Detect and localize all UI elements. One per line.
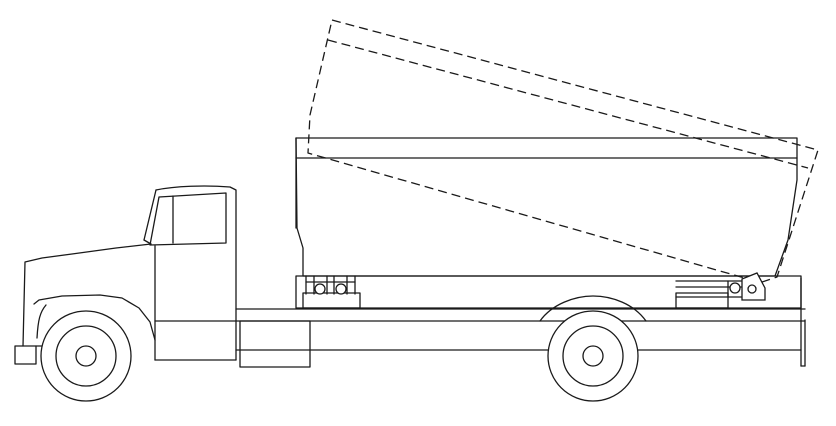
bin-body [295, 137, 798, 277]
raised-bin-outline [307, 19, 819, 283]
truck-cab [143, 185, 237, 361]
rear-hinge-cylinder [675, 272, 766, 301]
rear-wheel-arch [539, 295, 647, 322]
rear-wheel [547, 310, 639, 402]
chassis-frame [235, 277, 806, 367]
bin-subframe [295, 275, 802, 309]
front-bumper [14, 345, 43, 365]
fuel-tank [239, 320, 311, 368]
front-pivot-mount [305, 275, 356, 295]
front-wheel [40, 310, 132, 402]
truck-hood [22, 243, 237, 347]
